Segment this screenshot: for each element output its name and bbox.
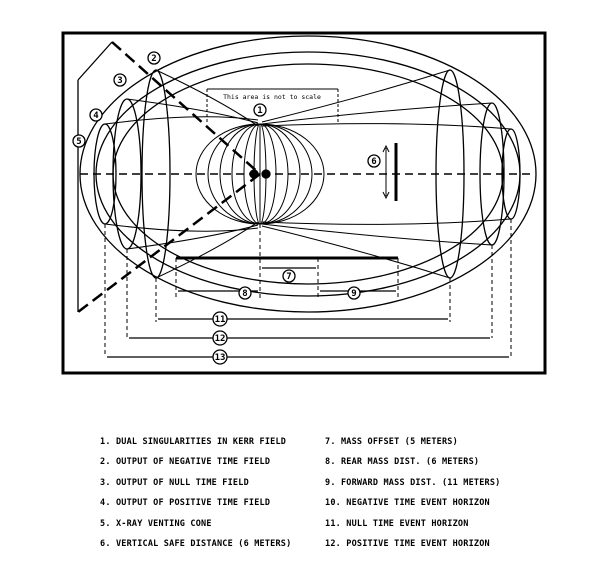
legend-left-column: 1. DUAL SINGULARITIES IN KERR FIELD 2. O… xyxy=(100,432,291,554)
legend-item: 4. OUTPUT OF POSITIVE TIME FIELD xyxy=(100,498,271,509)
marker-12: 12 xyxy=(212,330,228,346)
svg-text:12: 12 xyxy=(215,334,226,344)
kerr-field-diagram: This area is not to scale 1 2 xyxy=(61,31,547,375)
svg-text:6: 6 xyxy=(371,157,376,167)
safe-distance-arrowheads xyxy=(382,144,390,200)
marker-5: 5 xyxy=(72,134,86,148)
venting-cone-edge-top xyxy=(77,41,113,81)
legend-item: 3. OUTPUT OF NULL TIME FIELD xyxy=(100,477,249,488)
marker-8: 8 xyxy=(238,286,252,300)
funnel-lines xyxy=(104,69,512,279)
svg-text:7: 7 xyxy=(286,272,291,282)
legend-item: 9. FORWARD MASS DIST. (11 METERS) xyxy=(325,477,501,488)
markers: 1 2 3 4 5 6 7 8 xyxy=(72,51,381,365)
marker-1: 1 xyxy=(253,103,267,117)
marker-13: 13 xyxy=(212,349,228,365)
svg-text:4: 4 xyxy=(93,111,99,121)
svg-text:11: 11 xyxy=(215,315,226,325)
svg-text:13: 13 xyxy=(215,353,226,363)
marker-6: 6 xyxy=(367,154,381,168)
legend-item: 5. X-RAY VENTING CONE xyxy=(100,518,212,529)
svg-text:3: 3 xyxy=(117,76,122,86)
dimension-drop-lines xyxy=(104,219,512,357)
svg-text:8: 8 xyxy=(242,289,247,299)
venting-cone-axis xyxy=(111,41,261,175)
dimension-arrows xyxy=(107,267,509,358)
legend-right-column: 7. MASS OFFSET (5 METERS) 8. REAR MASS D… xyxy=(325,432,500,554)
svg-text:2: 2 xyxy=(151,54,156,64)
legend-item: 7. MASS OFFSET (5 METERS) xyxy=(325,437,458,447)
legend-item: 6. VERTICAL SAFE DISTANCE (6 METERS) xyxy=(100,538,292,549)
legend-item: 11. NULL TIME EVENT HORIZON xyxy=(325,518,469,529)
legend-item: 1. DUAL SINGULARITIES IN KERR FIELD xyxy=(100,437,287,447)
marker-9: 9 xyxy=(347,286,361,300)
marker-4: 4 xyxy=(89,108,103,122)
diagram-frame xyxy=(61,31,547,375)
legend-item: 2. OUTPUT OF NEGATIVE TIME FIELD xyxy=(100,457,271,468)
marker-11: 11 xyxy=(212,311,228,327)
marker-3: 3 xyxy=(113,73,127,87)
legend-item: 12. POSITIVE TIME EVENT HORIZON xyxy=(325,538,490,549)
svg-text:9: 9 xyxy=(351,289,356,299)
not-to-scale-note: This area is not to scale xyxy=(223,93,321,101)
svg-text:1: 1 xyxy=(257,106,262,116)
legend-item: 10. NEGATIVE TIME EVENT HORIZON xyxy=(325,498,490,509)
marker-7: 7 xyxy=(282,269,296,283)
svg-text:5: 5 xyxy=(76,137,81,147)
venting-cone-axis-lower xyxy=(77,173,261,313)
marker-2: 2 xyxy=(147,51,161,65)
legend-item: 8. REAR MASS DIST. (6 METERS) xyxy=(325,457,480,468)
